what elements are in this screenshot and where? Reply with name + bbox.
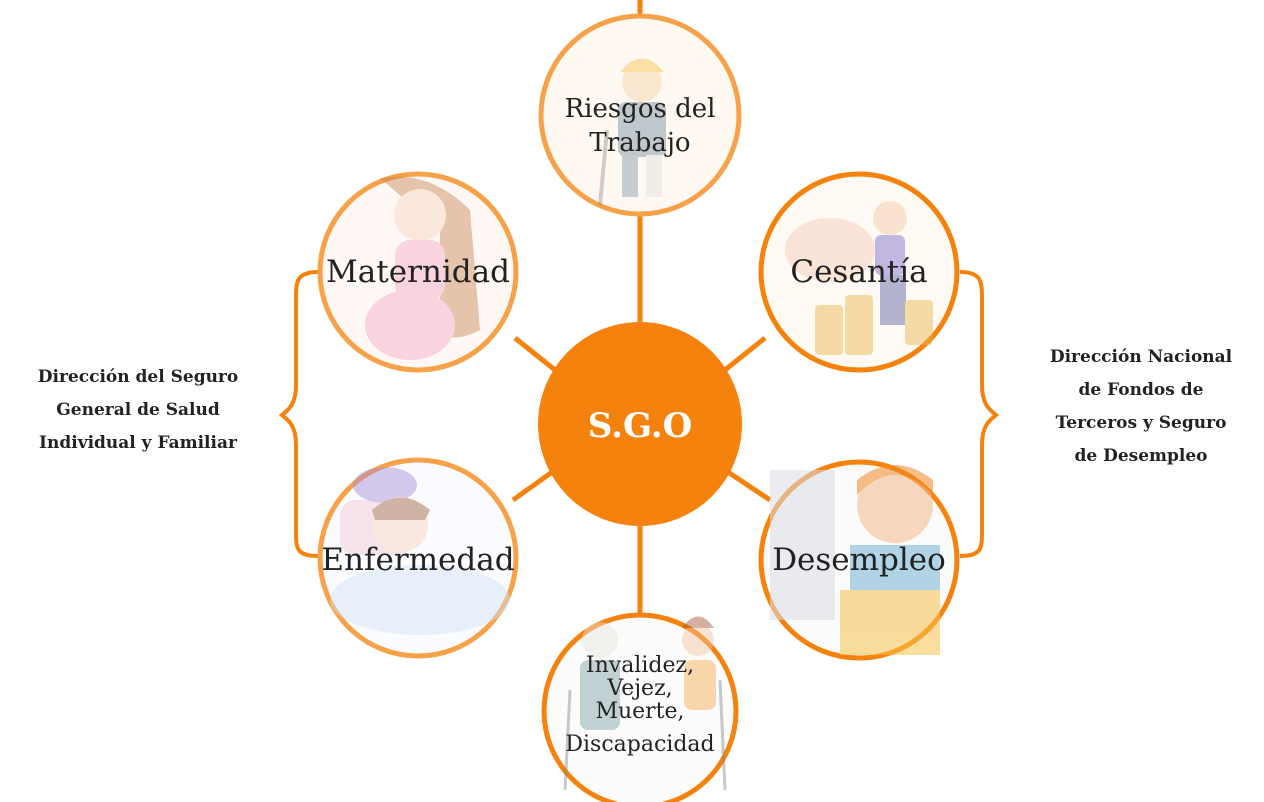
node-maternidad-label: Maternidad [326, 254, 510, 290]
node-riesgos-ring [538, 13, 742, 217]
center-label: S.G.O [588, 406, 692, 446]
right-group-label-line: Dirección Nacional [1049, 347, 1233, 367]
node-invalidez-label-3: Muerte, [595, 699, 684, 724]
node-enfermedad-ring [317, 457, 519, 659]
sick-child-in-bed-illustration [330, 467, 510, 635]
center-node: S.G.O [538, 322, 742, 526]
right-group-label-line: Terceros y Seguro [1055, 413, 1227, 433]
node-invalidez-label-2: Vejez, [606, 676, 672, 701]
left-group-label-line: Dirección del Seguro [37, 367, 239, 387]
left-group-label-line: Individual y Familiar [39, 433, 237, 453]
left-group-label-line: General de Salud [56, 400, 220, 420]
node-cesantia-label: Cesantía [790, 254, 927, 290]
node-enfermedad-label: Enfermedad [321, 542, 514, 578]
node-invalidez-ring [541, 612, 739, 802]
spokes [511, 216, 772, 615]
spoke-desempleo [723, 467, 772, 503]
node-maternidad-ring [317, 171, 519, 373]
pregnant-woman-illustration [365, 176, 480, 360]
injured-worker-illustration [598, 58, 666, 206]
left-group-label: Dirección del Seguro General de Salud In… [4, 361, 272, 460]
unemployed-man-with-box-illustration [770, 465, 940, 655]
node-cesantia: Cesantía [758, 171, 960, 373]
node-riesgos: Riesgos del Trabajo [538, 13, 742, 217]
left-brace [278, 270, 319, 558]
node-invalidez-label-4: Discapacidad [565, 732, 714, 757]
piggy-bank-coins-illustration [785, 201, 933, 355]
right-group-label: Dirección Nacional de Fondos de Terceros… [1018, 341, 1264, 473]
node-enfermedad: Enfermedad [317, 457, 519, 659]
node-cesantia-ring [758, 171, 960, 373]
center-circle [538, 322, 742, 526]
node-maternidad: Maternidad [317, 171, 519, 373]
node-invalidez: Invalidez, Vejez, Muerte, Discapacidad [541, 612, 739, 802]
node-desempleo: Desempleo [758, 459, 960, 661]
spoke-maternidad [513, 336, 557, 372]
elderly-and-amputee-illustration [563, 616, 727, 791]
spoke-cesantia [723, 336, 767, 372]
spoke-enfermedad [511, 467, 557, 503]
right-group-label-line: de Fondos de [1078, 380, 1204, 400]
node-riesgos-label-1: Riesgos del [565, 94, 716, 124]
node-invalidez-label-1: Invalidez, [586, 653, 694, 678]
node-riesgos-label-2: Trabajo [589, 128, 690, 158]
right-brace [959, 270, 1000, 558]
right-group-label-line: de Desempleo [1074, 446, 1208, 466]
node-desempleo-label: Desempleo [772, 542, 946, 578]
